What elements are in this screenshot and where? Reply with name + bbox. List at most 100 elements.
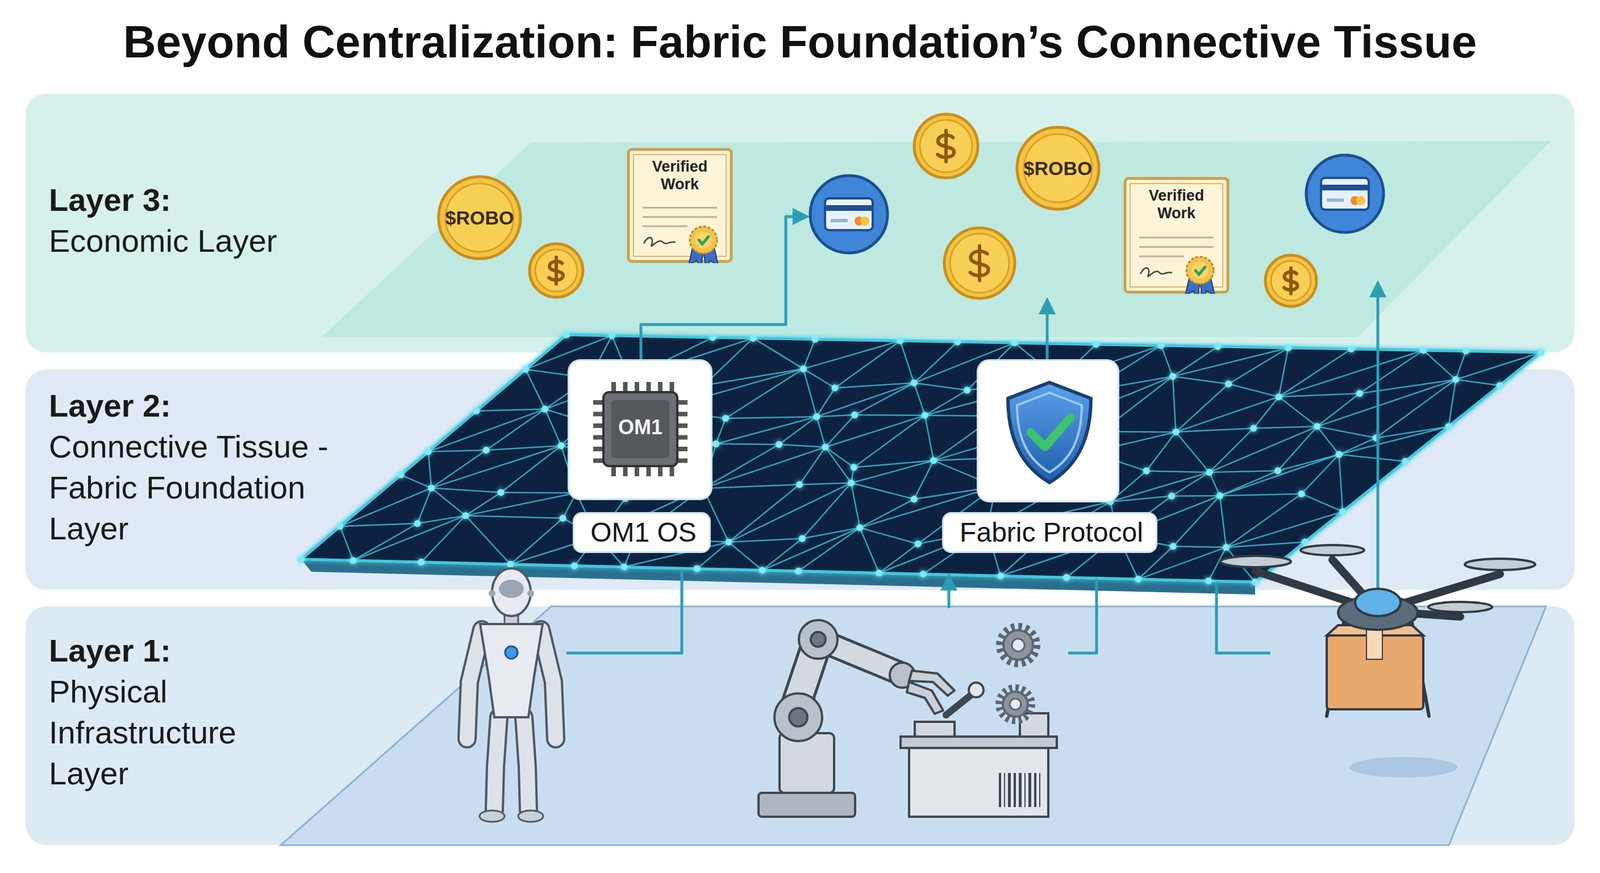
gear-icon <box>999 688 1032 720</box>
network-links <box>1117 496 1172 536</box>
network-links <box>1066 577 1139 579</box>
network-nodes <box>1356 389 1364 397</box>
network-links <box>525 334 567 370</box>
delivery-drone <box>1326 622 1429 716</box>
network-links <box>636 537 729 543</box>
humanoid-robot <box>494 717 499 810</box>
dollar-coin <box>970 246 989 281</box>
certificate-shape <box>628 149 732 262</box>
network-links <box>799 482 852 485</box>
network-nodes <box>693 565 701 573</box>
network-nodes <box>1222 543 1230 551</box>
network-nodes <box>1251 578 1259 586</box>
network-links <box>1219 493 1302 496</box>
network-links <box>1090 452 1147 472</box>
certificate-shape <box>642 225 688 228</box>
network-links <box>1146 431 1177 471</box>
network-links <box>1173 495 1220 547</box>
network-links <box>1171 472 1210 497</box>
network-links <box>544 377 590 410</box>
chip-icon <box>623 381 628 393</box>
robot-arm <box>789 707 808 727</box>
network-nodes <box>1275 393 1283 400</box>
humanoid-robot <box>467 629 482 739</box>
protocol-module-box: Fabric Protocol <box>976 359 1120 503</box>
network-links <box>1226 511 1343 548</box>
network-links <box>1305 511 1343 542</box>
network-links <box>301 559 354 561</box>
network-links <box>702 484 800 489</box>
gear-icon <box>1000 626 1037 664</box>
network-links <box>1117 495 1220 536</box>
drone-shadow <box>1349 756 1458 778</box>
network-mesh <box>297 331 1545 595</box>
gear-icon <box>999 688 1032 720</box>
network-nodes <box>572 489 580 497</box>
network-links <box>996 415 1057 424</box>
network-links <box>614 410 658 458</box>
network-links <box>1278 348 1352 397</box>
network-links <box>1209 426 1318 473</box>
network-links <box>798 571 879 573</box>
network-nodes <box>1496 381 1504 389</box>
network-nodes <box>586 374 594 382</box>
network-nodes <box>473 407 481 415</box>
network-links <box>1226 542 1306 548</box>
coin-shape <box>438 176 521 259</box>
network-links <box>417 488 432 524</box>
humanoid-robot <box>492 568 531 616</box>
connector-lines <box>640 216 807 360</box>
chip-icon <box>677 435 688 440</box>
network-links <box>1217 346 1289 348</box>
network-links <box>825 447 854 468</box>
chip-icon <box>677 446 688 452</box>
network-links <box>851 482 915 499</box>
token-symbol: $ROBO <box>445 206 515 229</box>
connector-lines <box>1046 300 1049 360</box>
network-links <box>1066 535 1118 578</box>
network-links <box>923 530 987 574</box>
network-nodes <box>1335 451 1343 458</box>
robot-arm <box>758 792 856 817</box>
workbench <box>1039 772 1041 807</box>
network-nodes <box>919 570 927 578</box>
network-links <box>1301 493 1343 512</box>
network-links <box>834 340 900 389</box>
network-links <box>854 382 914 415</box>
humanoid-robot <box>523 717 529 810</box>
network-links <box>1465 351 1541 353</box>
network-links <box>1160 345 1173 377</box>
network-links <box>995 457 1000 487</box>
network-nodes <box>1462 347 1470 355</box>
network-links <box>574 565 625 567</box>
network-links <box>576 492 625 499</box>
chip-icon <box>611 400 670 458</box>
workbench <box>900 682 1057 817</box>
chip-icon <box>593 400 604 405</box>
network-links <box>799 447 826 485</box>
network-links <box>1209 427 1254 472</box>
coin-text-wrap: $ROBO <box>1014 125 1102 212</box>
network-links <box>353 523 418 561</box>
chip-icon <box>593 458 604 464</box>
network-links <box>1317 393 1360 427</box>
humanoid-robot <box>498 579 524 598</box>
network-links <box>1172 376 1176 432</box>
network-nodes <box>992 482 999 490</box>
network-links <box>525 335 612 369</box>
certificate-shape <box>643 237 676 247</box>
network-nodes <box>1205 468 1213 476</box>
certificate-shape <box>1139 255 1185 258</box>
network-links <box>431 450 486 489</box>
network-links <box>803 340 900 369</box>
dollar-coin <box>535 249 578 292</box>
certificate-shape <box>1186 256 1214 285</box>
payment-card-icon <box>1306 155 1384 233</box>
title-wrap: Beyond Centralization: Fabric Foundation… <box>0 14 1600 70</box>
network-links <box>1208 580 1256 582</box>
connector-lines <box>566 216 1378 653</box>
network-nodes <box>414 519 422 527</box>
layer-label: Layer 3:Economic Layer <box>48 179 447 262</box>
connector-lines <box>1216 581 1271 653</box>
network-links <box>1056 423 1102 432</box>
